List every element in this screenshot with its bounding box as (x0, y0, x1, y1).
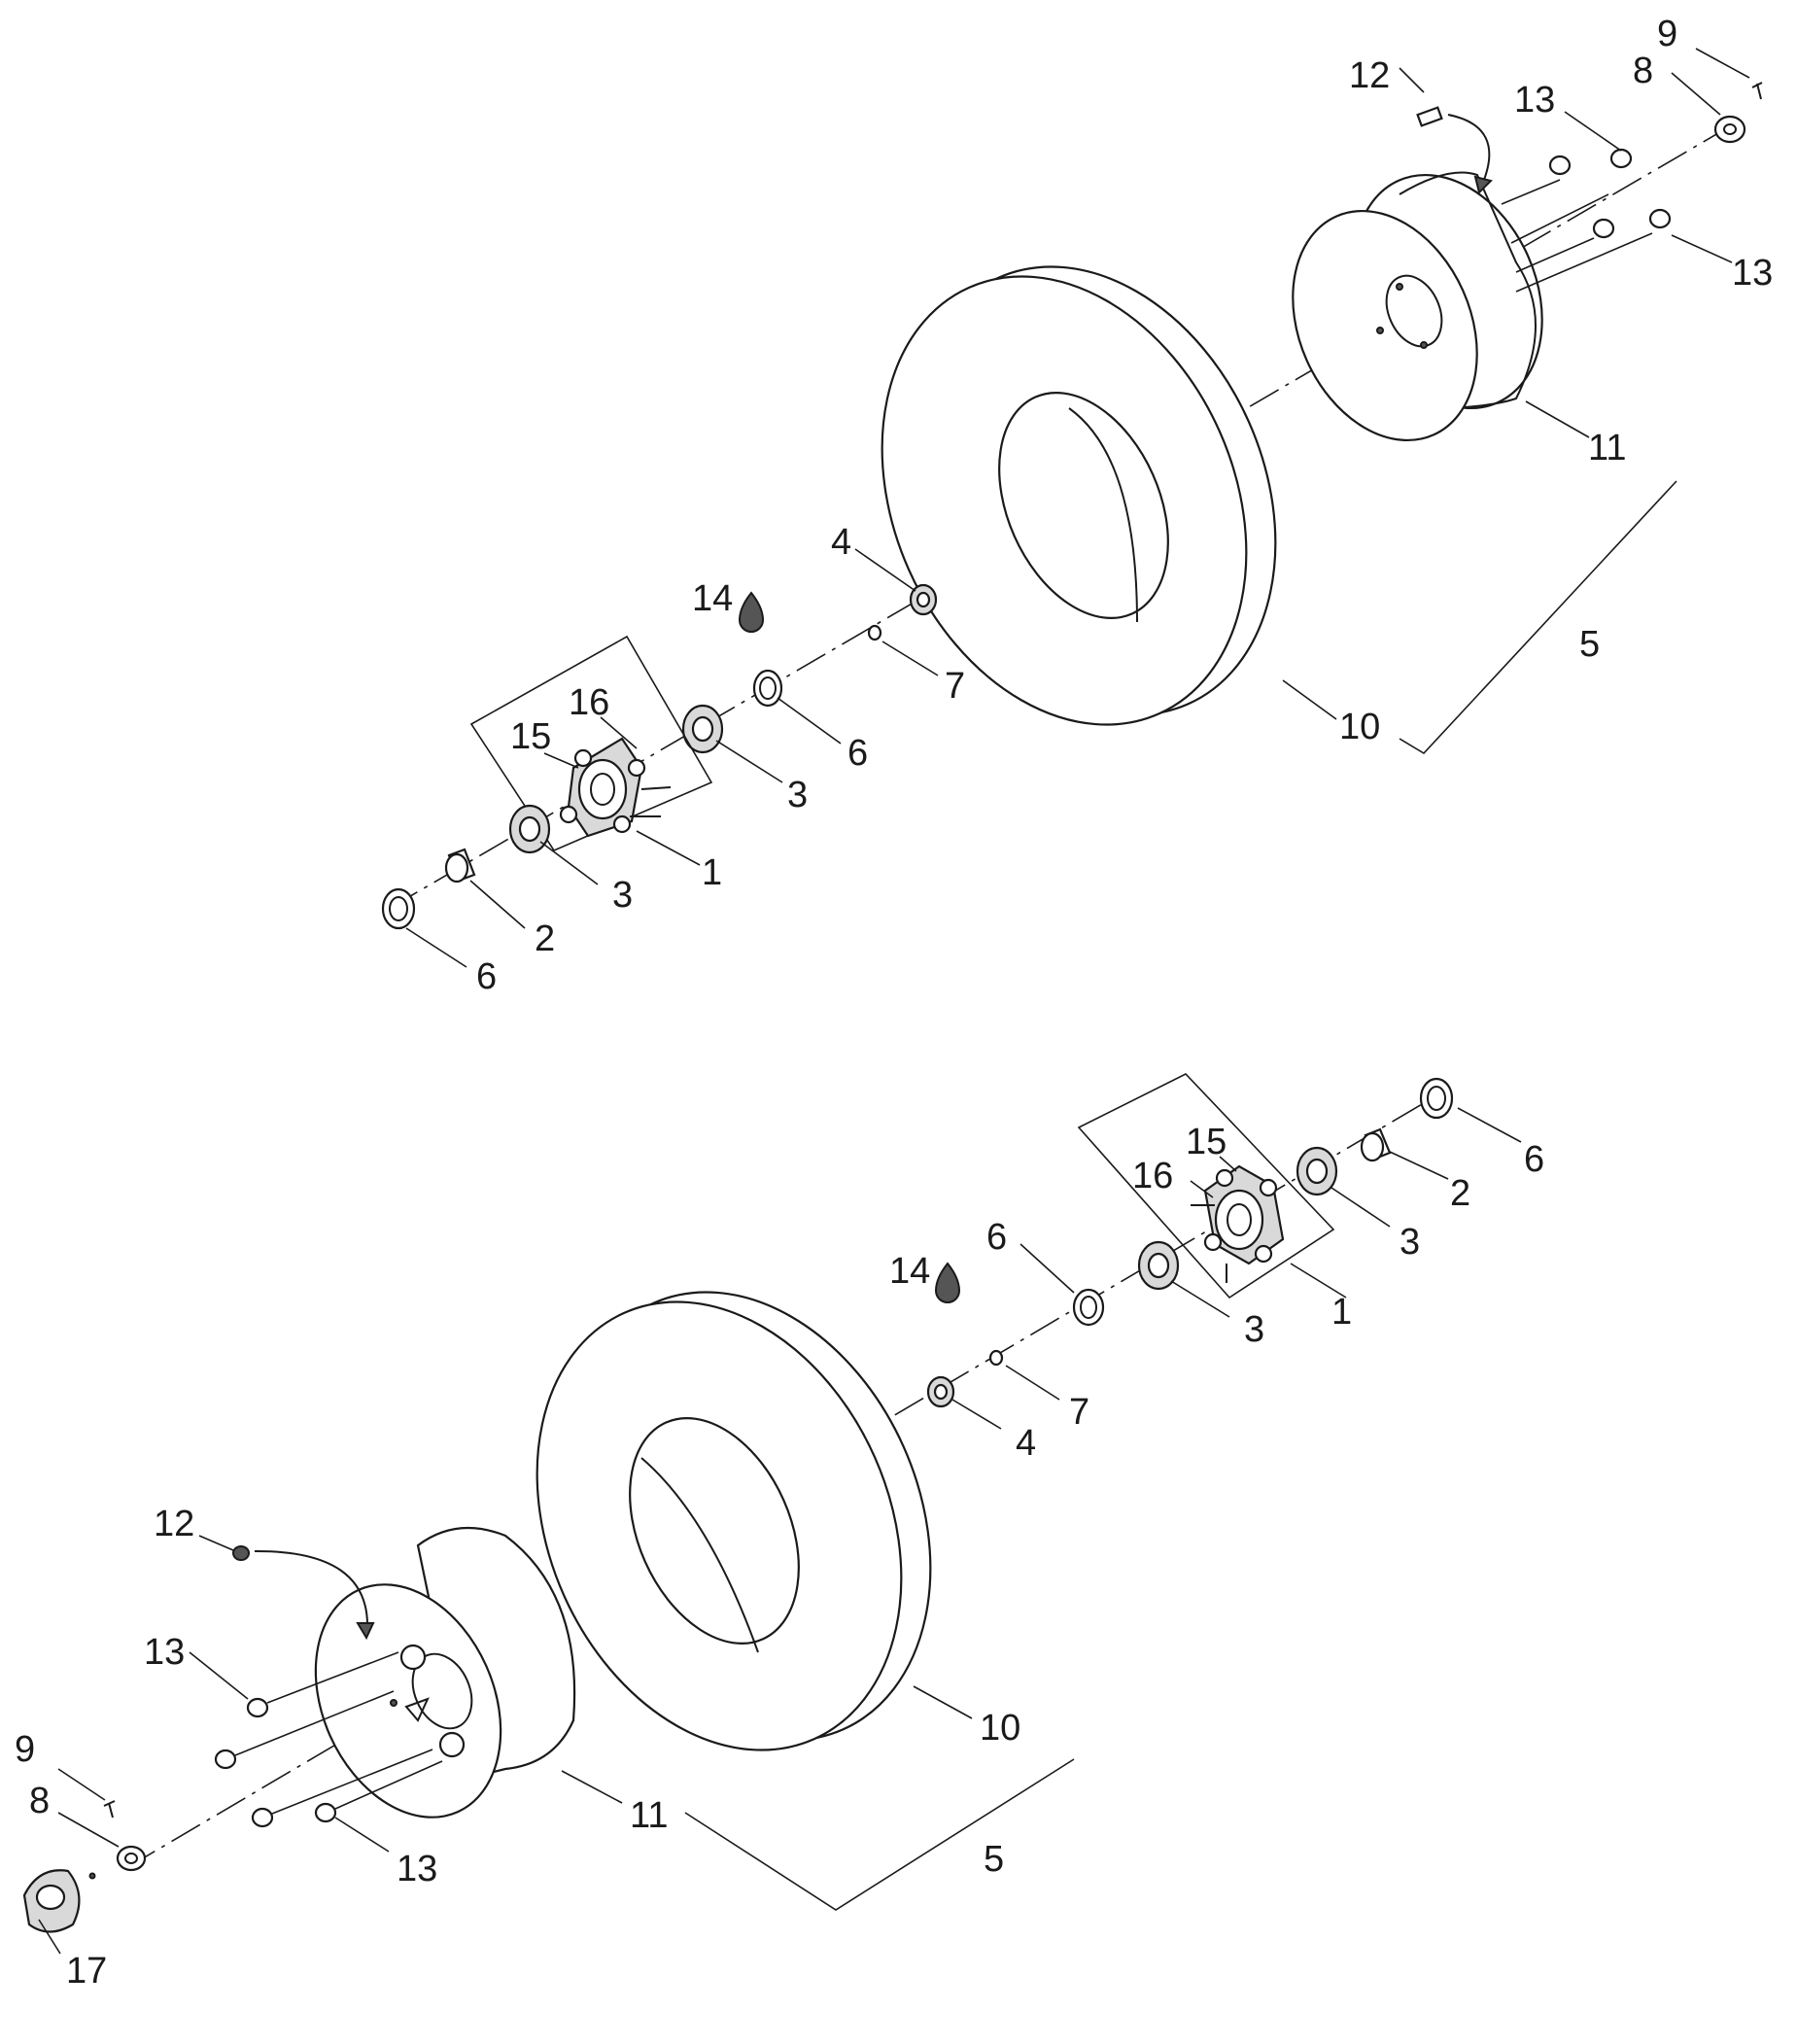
top-valve-stem (1416, 106, 1493, 194)
bottom-callout-17: 17 (66, 1951, 107, 1992)
bottom-callout-14: 14 (889, 1251, 930, 1292)
bottom-hub (1191, 1164, 1285, 1283)
bottom-callout-12: 12 (154, 1504, 194, 1544)
top-callout-10: 10 (1339, 707, 1380, 747)
bottom-axle-nut (116, 1845, 147, 1872)
top-callout-15: 15 (510, 716, 551, 757)
bottom-callout-16: 16 (1132, 1156, 1173, 1196)
top-bearing-inner (508, 804, 551, 854)
top-axle-nut (1713, 115, 1746, 144)
top-lug-nuts (1548, 148, 1672, 239)
bottom-callout-9: 9 (15, 1729, 35, 1770)
bottom-callout-3b: 3 (1400, 1222, 1420, 1263)
bottom-o-ring (988, 1349, 1004, 1367)
bottom-callout-5: 5 (984, 1839, 1004, 1880)
top-callout-1: 1 (702, 852, 722, 893)
top-assembly-bracket (1399, 480, 1677, 755)
top-leader-lines (405, 48, 1750, 968)
top-callout-3b: 3 (612, 875, 633, 916)
top-callout-9: 9 (1657, 14, 1677, 54)
bottom-assembly: 12 13 9 8 17 13 11 10 5 4 7 14 6 3 1 16 … (15, 1073, 1544, 1992)
top-callout-6a: 6 (847, 733, 868, 774)
bottom-valve-stem (232, 1545, 375, 1641)
bottom-callout-4: 4 (1016, 1423, 1036, 1464)
bottom-seal-inner (1419, 1077, 1454, 1120)
bottom-callout-7: 7 (1069, 1392, 1089, 1433)
top-bearing-outer (681, 704, 724, 754)
bottom-callout-15: 15 (1186, 1122, 1227, 1162)
top-callout-7: 7 (945, 666, 965, 707)
bottom-bearing-outer (1137, 1240, 1180, 1291)
top-callout-4: 4 (831, 522, 851, 563)
bottom-callout-3a: 3 (1244, 1309, 1264, 1350)
bottom-hub-box (1077, 1073, 1335, 1299)
top-callout-13b: 13 (1732, 253, 1773, 294)
top-bushing (444, 848, 476, 883)
top-spacer (909, 583, 938, 616)
bottom-hub-cap (22, 1869, 96, 1933)
top-callout-16: 16 (569, 682, 609, 723)
bottom-seal-outer (1072, 1288, 1105, 1327)
top-callout-5: 5 (1579, 624, 1600, 665)
bottom-lug-nuts (214, 1651, 443, 1828)
bottom-bushing (1360, 1127, 1392, 1162)
top-tire (881, 265, 1277, 726)
top-callout-2: 2 (535, 918, 555, 959)
bottom-callouts: 12 13 9 8 17 13 11 10 5 4 7 14 6 3 1 16 … (15, 1122, 1544, 1992)
bottom-leader-lines (38, 1107, 1522, 1955)
top-callout-3a: 3 (787, 775, 808, 815)
bottom-rim (314, 1526, 576, 1819)
top-grease-drop-icon (738, 591, 765, 633)
top-callout-14: 14 (692, 578, 733, 619)
top-callouts: 12 13 8 9 13 11 5 10 4 14 7 6 3 16 15 1 … (476, 14, 1773, 997)
top-seal-outer (752, 669, 783, 708)
bottom-grease-drop-icon (934, 1262, 961, 1303)
bottom-callout-6b: 6 (1524, 1139, 1544, 1180)
bottom-callout-1: 1 (1331, 1292, 1352, 1333)
top-callout-12: 12 (1349, 55, 1390, 96)
bottom-tire (536, 1291, 932, 1751)
bottom-callout-6a: 6 (986, 1217, 1007, 1258)
top-cotter-pin (1751, 82, 1763, 100)
bottom-callout-13a: 13 (144, 1632, 185, 1673)
top-seal-inner (381, 887, 416, 930)
top-callout-6b: 6 (476, 956, 497, 997)
bottom-assembly-bracket (684, 1758, 1075, 1911)
bottom-callout-13b: 13 (397, 1849, 437, 1889)
top-rim (1292, 171, 1653, 442)
top-callout-13a: 13 (1514, 80, 1555, 121)
bottom-callout-11: 11 (630, 1795, 668, 1836)
top-assembly: 12 13 8 9 13 11 5 10 4 14 7 6 3 16 15 1 … (381, 14, 1773, 997)
bottom-cotter-pin (103, 1800, 116, 1819)
top-callout-11: 11 (1588, 428, 1626, 468)
top-callout-8: 8 (1633, 51, 1653, 91)
bottom-spacer (926, 1375, 955, 1408)
bottom-callout-2: 2 (1450, 1173, 1470, 1214)
bottom-bearing-inner (1296, 1146, 1338, 1196)
bottom-callout-8: 8 (29, 1781, 50, 1821)
bottom-callout-10: 10 (980, 1708, 1020, 1749)
top-hub (559, 737, 672, 838)
top-o-ring (867, 624, 882, 641)
